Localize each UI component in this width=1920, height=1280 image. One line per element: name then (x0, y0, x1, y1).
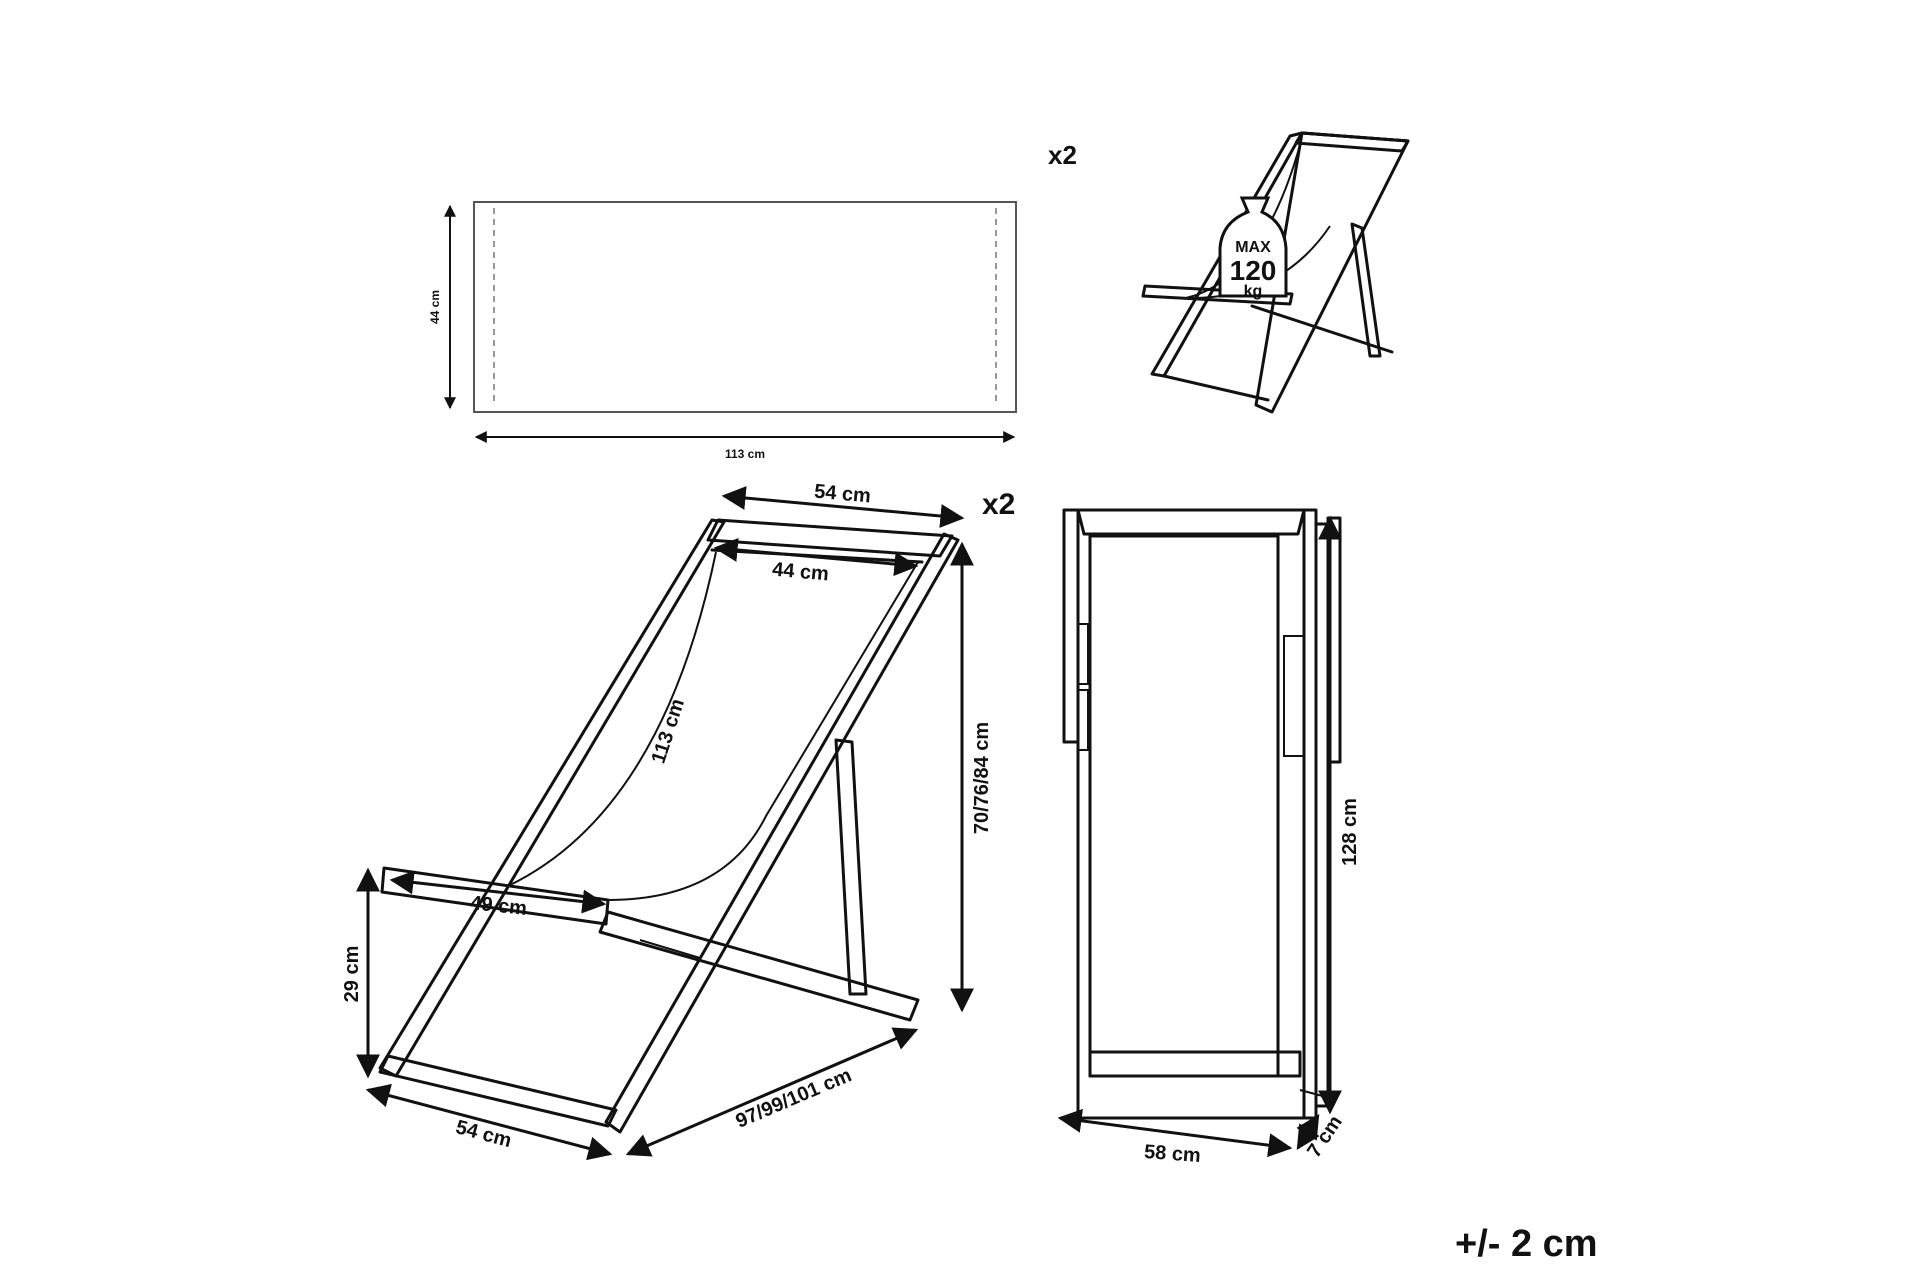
weight-badge: MAX 120 kg (1218, 196, 1288, 300)
folded-fabric-panel (1088, 534, 1280, 1078)
folded-left-hinge-2 (1077, 689, 1089, 751)
folded-right-hinge (1283, 635, 1305, 757)
quantity-main-label: x2 (982, 488, 1015, 521)
inner-width-dimension (713, 537, 919, 577)
small-chair-fabric (1185, 144, 1331, 300)
main-chair (378, 518, 960, 1134)
chair-lower-brace (598, 910, 920, 1022)
chair-rear-leg (834, 738, 868, 996)
chair-top-bar (706, 518, 954, 558)
folded-chair-dimensions: 128 cm 58 cm 7 cm (1057, 515, 1361, 1167)
top-width-dimension (721, 486, 965, 528)
fabric-height-label: 44 cm (428, 290, 442, 324)
chair-brace-notches (639, 939, 701, 959)
folded-frame-outline (1076, 508, 1306, 1120)
small-chair-rear-leg (1350, 222, 1382, 358)
folded-bottom-bar (1088, 1050, 1302, 1078)
folded-left-hinge (1077, 623, 1089, 685)
small-chair-bottom-rail (1162, 374, 1270, 402)
depth-label: 97/99/101 cm (733, 1064, 855, 1132)
folded-chair (1062, 508, 1342, 1120)
weight-badge-value: 120 (1230, 255, 1277, 286)
folded-left-rail (1062, 508, 1080, 744)
base-width-dimension (365, 1083, 613, 1161)
folded-side-rail-2 (1314, 522, 1330, 1108)
small-chair-top-bar (1294, 131, 1410, 153)
chair-front-left-rail (378, 518, 726, 1078)
folded-thickness-dimension (1296, 1113, 1320, 1151)
fabric-width-label: 113 cm (725, 447, 765, 461)
height-label: 70/76/84 cm (971, 722, 993, 834)
quantity-top-label: x2 (1048, 140, 1077, 170)
chair-bottom-bar (378, 1054, 618, 1128)
weight-badge-unit: kg (1244, 283, 1263, 300)
folded-top-bar (1076, 508, 1306, 536)
main-chair-dimensions: 54 cm 44 cm 113 cm 70/76/84 cm 49 cm 29 … (341, 481, 993, 1161)
seat-height-label: 29 cm (341, 946, 363, 1003)
chair-back-right-rail (604, 532, 960, 1134)
top-width-label: 54 cm (813, 481, 871, 508)
weight-badge-max: MAX (1235, 239, 1271, 256)
fabric-panel: 44 cm 113 cm (428, 201, 1017, 461)
fabric-length-label: 113 cm (648, 696, 690, 766)
weight-icon (1218, 196, 1288, 298)
folded-width-label: 58 cm (1143, 1141, 1201, 1167)
armrest-dimension (389, 870, 607, 914)
armrest-label: 49 cm (469, 892, 528, 920)
depth-dimension (625, 1027, 919, 1157)
small-chair-support (1250, 304, 1394, 354)
folded-width-dimension (1057, 1108, 1293, 1158)
inner-width-label: 44 cm (771, 559, 829, 586)
tolerance-label: +/- 2 cm (1455, 1223, 1598, 1265)
folded-side-rail-1 (1302, 508, 1318, 1120)
folded-height-label: 128 cm (1339, 798, 1361, 866)
fabric-panel-outline (473, 201, 1017, 413)
